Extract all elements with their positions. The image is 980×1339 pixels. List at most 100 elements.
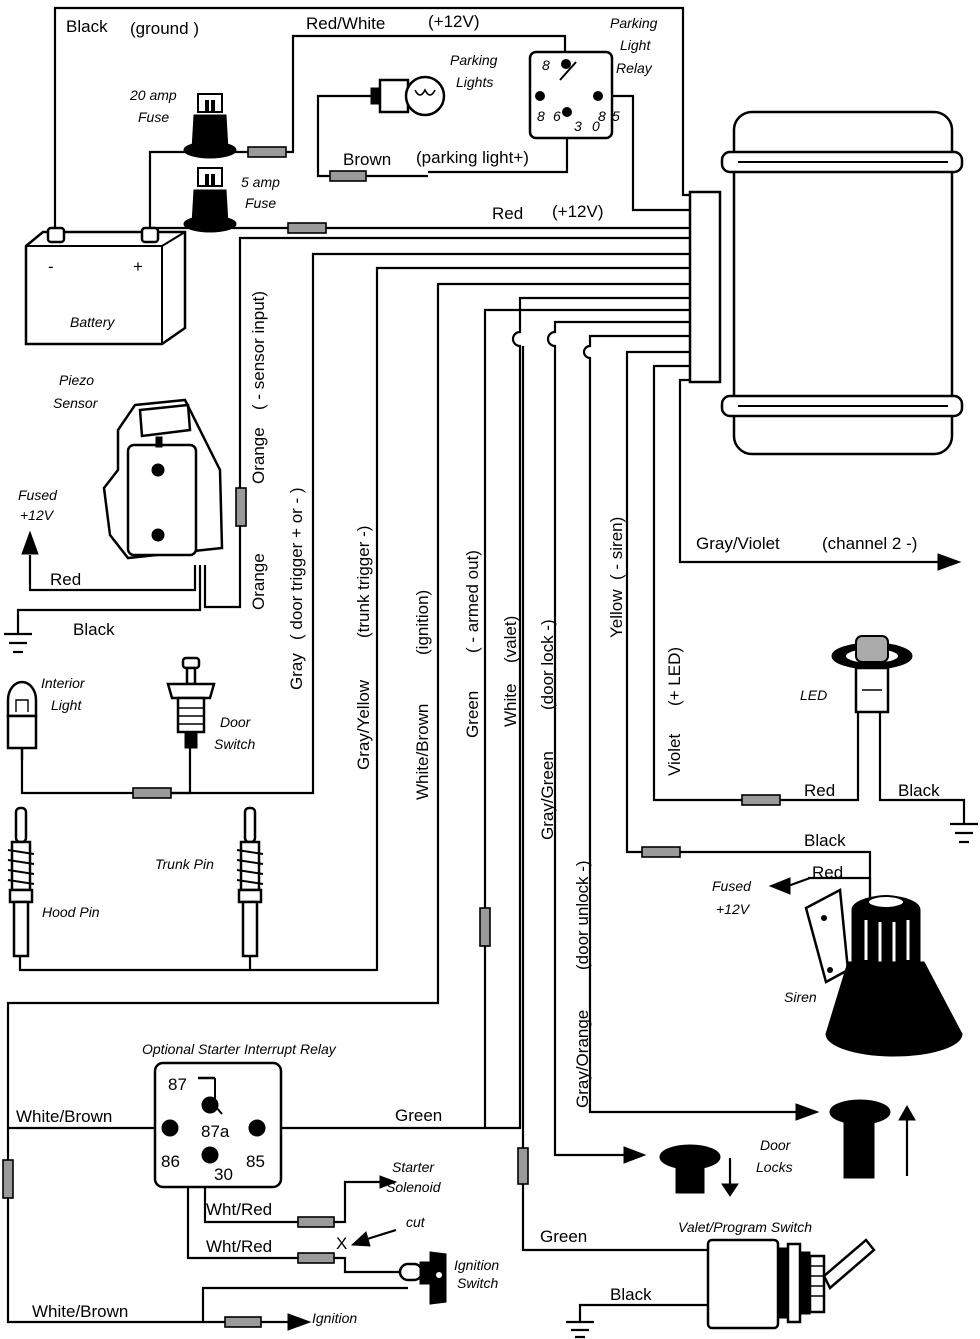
channel2-arrow-icon xyxy=(937,553,962,571)
ignition-arrow-label: Ignition xyxy=(312,1310,357,1326)
sensor-input-label: ( - sensor input) xyxy=(249,291,268,410)
violet-v-label: Violet xyxy=(665,734,684,776)
fuse-5-label-b: Fuse xyxy=(245,195,276,211)
door-lock-label: (door lock -) xyxy=(538,619,557,710)
ground-icon xyxy=(950,822,978,844)
starter-label-a: Starter xyxy=(392,1159,435,1175)
white-brown-h2-label: White/Brown xyxy=(32,1302,128,1321)
plus12-main-label: (+12V) xyxy=(552,202,604,221)
green-v-label: Green xyxy=(463,691,482,738)
gray-green-label: Gray/Green xyxy=(538,751,557,840)
hood-pin-label: Hood Pin xyxy=(42,904,100,920)
relay-pin-8: 8 xyxy=(542,57,550,73)
siren-label: Siren xyxy=(784,989,817,1005)
white-brown-h1-label: White/Brown xyxy=(16,1107,112,1126)
black-ground-label: Black xyxy=(66,17,108,36)
optional-relay-label: Optional Starter Interrupt Relay xyxy=(142,1041,337,1057)
white-brown-v-label: White/Brown xyxy=(413,704,432,800)
ground-paren-label: (ground ) xyxy=(130,19,199,38)
ignition-switch-label-a: Ignition xyxy=(454,1257,499,1273)
red-led-label: Red xyxy=(804,781,835,800)
door-lock-actuator-icon xyxy=(659,1144,739,1197)
red-main-label: Red xyxy=(492,204,523,223)
ignition-switch-icon xyxy=(398,1251,447,1305)
bulb-icon xyxy=(6,680,38,760)
orange-1-label: Orange xyxy=(249,427,268,484)
relay-icon xyxy=(153,1061,283,1189)
fused-up-arrow-icon xyxy=(21,530,39,555)
door-lock-actuator-icon xyxy=(829,1099,916,1179)
piezo-sensor-icon xyxy=(102,398,224,560)
plus-led-label: (+ LED) xyxy=(665,647,684,706)
starter-label-b: Solenoid xyxy=(386,1179,442,1195)
door-locks-label-a: Door xyxy=(760,1137,792,1153)
piezo-label-a: Piezo xyxy=(59,372,94,388)
door-locks-label-b: Locks xyxy=(756,1159,793,1175)
starter-arrow-icon xyxy=(379,1175,398,1189)
fuse-20-label-a: 20 amp xyxy=(129,87,177,103)
siren-paren-label: ( - siren) xyxy=(607,517,626,580)
red-white-label: Red/White xyxy=(306,14,385,33)
brown-label: Brown xyxy=(343,150,391,169)
red-piezo-label: Red xyxy=(50,570,81,589)
battery-label: Battery xyxy=(70,314,115,330)
gray-yellow-label: Gray/Yellow xyxy=(354,679,373,770)
trunk-pin-label: Trunk Pin xyxy=(155,856,214,872)
cut-label: cut xyxy=(406,1214,426,1230)
relay-label-b: Light xyxy=(620,37,651,53)
ignition-switch-label-b: Switch xyxy=(457,1275,498,1291)
unlock-arrow-icon xyxy=(795,1103,820,1121)
wht-red-2-label: Wht/Red xyxy=(206,1237,272,1256)
piezo-label-b: Sensor xyxy=(53,395,99,411)
interior-light-label-a: Interior xyxy=(41,675,86,691)
black-siren-label: Black xyxy=(804,831,846,850)
ignition-arrow-icon xyxy=(287,1313,312,1331)
parking-lights-label-b: Lights xyxy=(456,74,493,90)
relay-pin-30: 30 xyxy=(214,1165,233,1184)
pin-switch-icon xyxy=(236,806,264,958)
gray-violet-label: Gray/Violet xyxy=(696,534,780,553)
green-valet-label: Green xyxy=(540,1227,587,1246)
pin-switch-icon xyxy=(7,806,35,958)
connectors xyxy=(2,146,781,1328)
relay-pin-86-starter: 86 xyxy=(161,1152,180,1171)
trunk-trigger-label: (trunk trigger -) xyxy=(354,526,373,638)
interior-light-label-b: Light xyxy=(51,697,82,713)
valet-switch-label: Valet/Program Switch xyxy=(678,1219,812,1235)
armed-out-label: ( - armed out) xyxy=(463,550,482,653)
ground-icon xyxy=(4,620,32,654)
red-siren-label: Red xyxy=(812,863,843,882)
relay-pin-3: 3 xyxy=(574,118,582,134)
fused12-label-a: Fused xyxy=(18,487,58,503)
wht-red-1-label: Wht/Red xyxy=(206,1200,272,1219)
battery-plus-label: + xyxy=(133,257,143,276)
relay-pin-87: 87 xyxy=(168,1075,187,1094)
lock-arrow-icon xyxy=(623,1146,647,1164)
relay-pin-6: 6 xyxy=(553,108,561,124)
toggle-switch-icon xyxy=(706,1238,876,1330)
alarm-module-icon xyxy=(688,110,964,456)
cut-x-mark: X xyxy=(336,1234,347,1253)
relay-pin-5: 5 xyxy=(612,108,620,124)
bulb-icon xyxy=(370,75,446,117)
black-piezo-label: Black xyxy=(73,620,115,639)
relay-label-c: Relay xyxy=(616,60,653,76)
relay-pin-0: 0 xyxy=(592,118,600,134)
relay-pin-85: 8 xyxy=(598,108,606,124)
relay-icon xyxy=(528,50,614,140)
valet-paren-label: (valet) xyxy=(501,616,520,663)
relay-pin-86: 8 xyxy=(537,108,545,124)
door-switch-label-b: Switch xyxy=(214,736,255,752)
parking-light-plus-label: (parking light+) xyxy=(416,148,529,167)
siren-fused-arrow-icon xyxy=(768,877,791,895)
fused-siren-label-b: +12V xyxy=(716,901,751,917)
battery-minus-label: - xyxy=(48,257,54,276)
white-v-label: White xyxy=(501,684,520,727)
gray-orange-label: Gray/Orange xyxy=(573,1010,592,1108)
fuse-icon xyxy=(183,93,237,159)
black-valet-label: Black xyxy=(610,1285,652,1304)
ground-icon xyxy=(566,1320,594,1339)
fuse-icon xyxy=(183,167,237,233)
door-switch-icon xyxy=(166,656,216,749)
